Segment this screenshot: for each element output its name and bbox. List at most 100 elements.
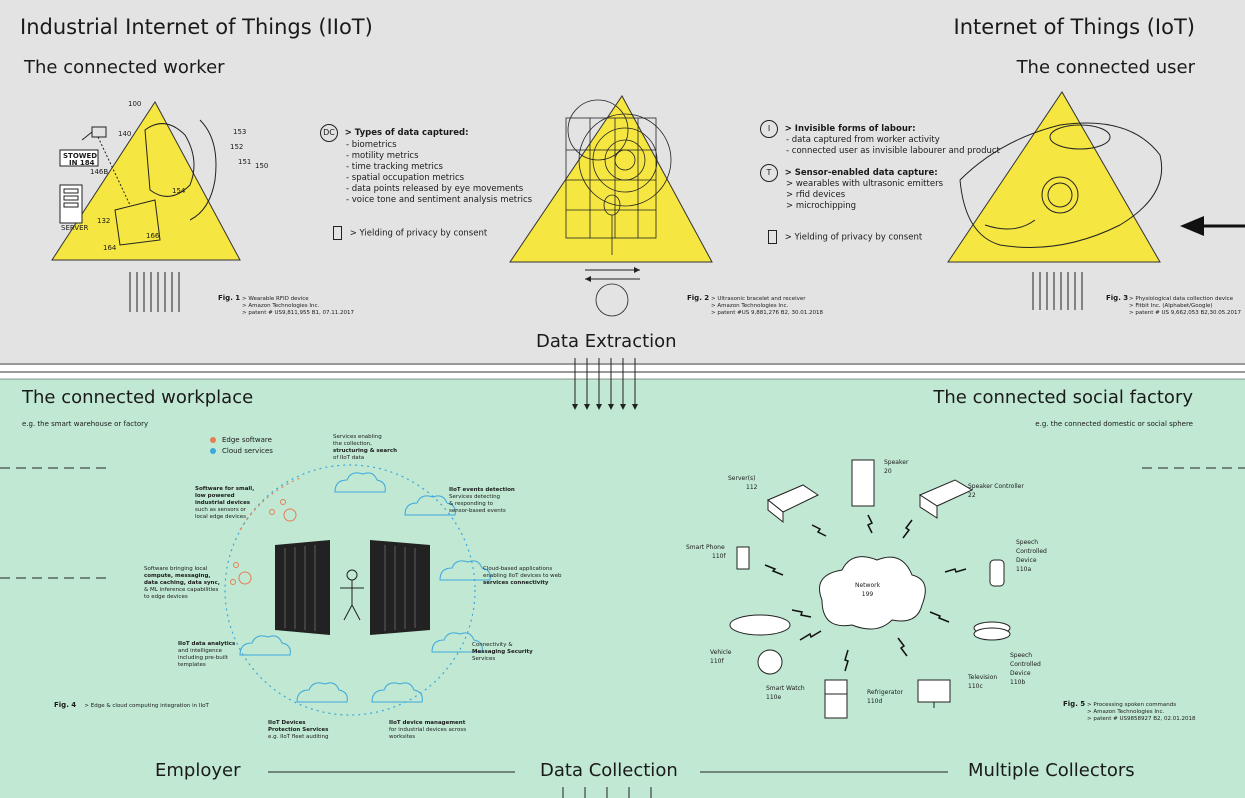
fig4-caption: Fig. 4 > Edge & cloud computing integrat… — [54, 701, 209, 711]
note-line: Services detecting — [449, 494, 501, 500]
fig4-note-protection: IIoT Devices Protection Services e.g. II… — [268, 720, 348, 741]
dc-panel: DC > Types of data captured: - biometric… — [320, 124, 532, 206]
fig4-note-analytics: IIoT data analytics and intelligence inc… — [178, 641, 258, 669]
note-line: to edge devices — [144, 594, 188, 600]
note-line: of IIoT data — [333, 455, 365, 461]
fig3-caption: Fig. 3 > Physiological data collection d… — [1106, 294, 1241, 316]
label-line: Speaker — [884, 459, 909, 466]
label-line: 112 — [746, 484, 758, 491]
dc-item: - time tracking metrics — [346, 162, 443, 172]
dc-item: - data points released by eye movements — [346, 184, 524, 194]
label-line: Speech — [1016, 539, 1039, 546]
label-line: 110b — [1010, 679, 1026, 686]
fig5-line: > patent # US9858927 B2, 02.01.2018 — [1087, 716, 1196, 722]
data-extraction-label: Data Extraction — [536, 331, 677, 352]
fig5-refrigerator: Refrigerator 110d — [867, 688, 903, 706]
note-line: structuring & search — [333, 448, 398, 454]
fig5-line: > Processing spoken commands — [1087, 702, 1177, 708]
fig1-ref-132: 132 — [97, 217, 111, 225]
fig3-line: > patent # US 9,662,053 B2,30.05.2017 — [1129, 310, 1242, 316]
document-icon — [333, 226, 342, 240]
note-line: the collection, — [333, 441, 372, 447]
t-item: > rfid devices — [786, 190, 846, 200]
fig4-label: Fig. 4 — [54, 701, 77, 709]
fig5-television: Television 110c — [968, 673, 997, 691]
fig1-ref-146: 146B — [90, 168, 109, 176]
fig1-line: > Amazon Technologies Inc. — [242, 303, 320, 309]
label-line: 20 — [884, 468, 892, 475]
fig1-label: Fig. 1 — [218, 294, 241, 302]
t-title: > Sensor-enabled data capture: — [784, 168, 938, 178]
t-item: > wearables with ultrasonic emitters — [786, 179, 943, 189]
note-line: services connectivity — [483, 580, 549, 586]
fig4-note-management: IIoT device management for industrial de… — [389, 720, 479, 741]
label-line: Server(s) — [728, 475, 756, 482]
fig4-note-connectivity: Connectivity & Messaging Security Servic… — [472, 642, 552, 663]
label-line: Speaker Controller — [968, 483, 1024, 490]
note-line: for industrial devices across — [389, 727, 467, 733]
fig1-ref-152: 152 — [230, 143, 244, 151]
connected-worker-title: The connected worker — [24, 57, 225, 78]
label-line: Device — [1010, 670, 1031, 677]
note-line: templates — [178, 662, 206, 668]
fig1-ref-150: 150 — [255, 162, 269, 170]
label-line: 22 — [968, 492, 976, 499]
note-line: enabling IIoT devices to web — [483, 573, 562, 579]
fig2-label: Fig. 2 — [687, 294, 710, 302]
label-line: Controlled — [1016, 548, 1047, 555]
label-line: 110c — [968, 683, 983, 690]
note-line: Software for small, — [195, 486, 255, 492]
fig5-smart-watch: Smart Watch 110e — [766, 684, 805, 702]
fig1-ref-140: 140 — [118, 130, 132, 138]
fig3-label: Fig. 3 — [1106, 294, 1129, 302]
note-line: including pre-built — [178, 655, 228, 661]
i-item: - data captured from worker activity — [786, 135, 940, 145]
t-item: > microchipping — [786, 201, 857, 211]
cloud-dot — [210, 448, 216, 454]
fig2-line: > Ultrasonic bracelet and receiver — [711, 296, 806, 302]
label-line: 110a — [1016, 566, 1032, 573]
labour-panel: I > Invisible forms of labour: - data ca… — [760, 120, 1000, 212]
note-line: such as sensors or — [195, 507, 247, 513]
fig1-ref-166: 166 — [146, 232, 160, 240]
fig1-ref-164: 164 — [103, 244, 117, 252]
fig4-line: > Edge & cloud computing integration in … — [84, 703, 209, 709]
fig5-caption: Fig. 5 > Processing spoken commands > Am… — [1063, 700, 1196, 722]
note-line: and intelligence — [178, 648, 223, 654]
note-line: IIoT data analytics — [178, 641, 236, 647]
note-line: Cloud-based applications — [483, 566, 553, 572]
fig1-triangle — [52, 102, 240, 260]
label-line: 110d — [867, 698, 883, 705]
t-badge: T — [760, 164, 778, 182]
i-item: - connected user as invisible labourer a… — [786, 146, 1000, 156]
social-eg: e.g. the connected domestic or social sp… — [1035, 420, 1193, 428]
edge-dot — [210, 437, 216, 443]
fig4-note-services: Services enabling the collection, struct… — [333, 434, 413, 462]
note-line: & ML inference capabilities — [144, 587, 219, 593]
fig4-note-software-local: Software bringing local compute, messagi… — [144, 566, 234, 601]
dc-privacy-text: > Yielding of privacy by consent — [349, 228, 488, 239]
legend-cloud-label: Cloud services — [222, 447, 273, 455]
document-icon — [768, 230, 777, 244]
dc-item: - motility metrics — [346, 151, 419, 161]
fig5-smart-phone: Smart Phone 110f — [686, 543, 726, 561]
bottom-panel — [0, 379, 1245, 798]
note-line: industrial devices — [195, 500, 251, 506]
fig5-speech-device-b: Speech Controlled Device 110b — [1010, 651, 1041, 687]
label-line: Vehicle — [710, 649, 732, 656]
fig2-caption: Fig. 2 > Ultrasonic bracelet and receive… — [687, 294, 823, 316]
note-line: IIoT Devices — [268, 720, 306, 726]
label-line: 110e — [766, 694, 782, 701]
label-line: Device — [1016, 557, 1037, 564]
fig1-line: > patent # US9,811,955 B1, 07.11.2017 — [242, 310, 355, 316]
note-line: Services — [472, 656, 496, 662]
label-line: Speech — [1010, 652, 1033, 659]
multiple-collectors-label: Multiple Collectors — [968, 760, 1135, 781]
fig5-line: > Amazon Technologies Inc. — [1087, 709, 1165, 715]
note-line: IIoT events detection — [449, 487, 515, 493]
fig4-note-events: IIoT events detection Services detecting… — [449, 487, 529, 515]
employer-label: Employer — [155, 760, 241, 781]
note-line: data caching, data sync, — [144, 580, 220, 586]
fig2-triangle — [510, 96, 712, 262]
fig4-legend: Edge software Cloud services — [210, 436, 273, 456]
